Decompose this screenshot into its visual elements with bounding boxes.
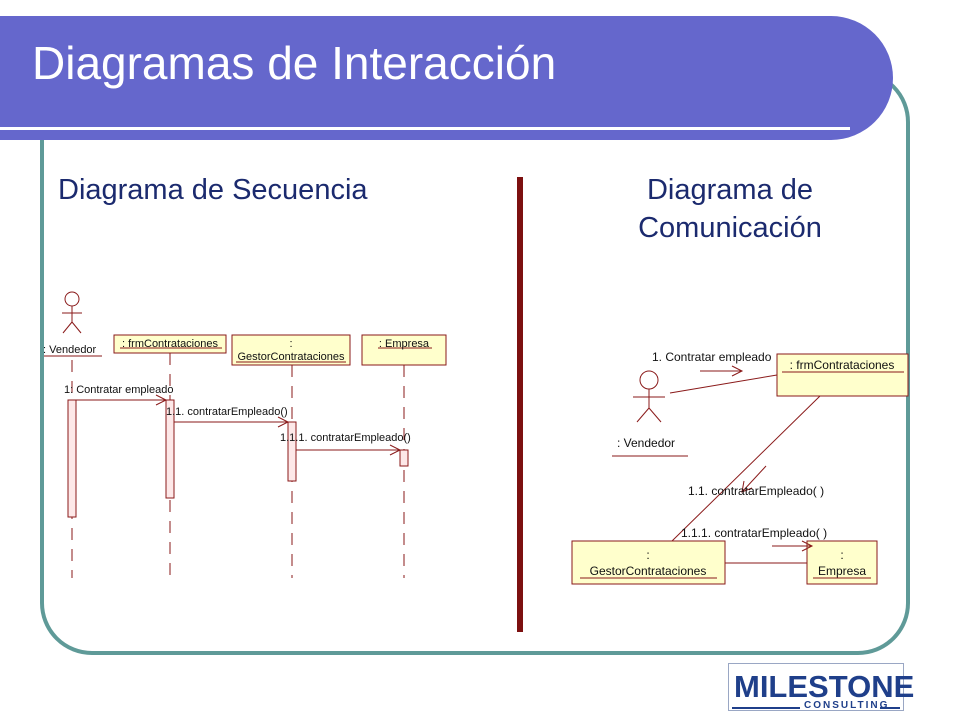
seq-message-1-1-1-arrow	[296, 444, 402, 456]
com-message-1-label: 1. Contratar empleado	[652, 350, 772, 364]
seq-empresa-box	[361, 334, 447, 366]
com-link-actor-frm	[669, 374, 778, 394]
slide-title: Diagramas de Interacción	[32, 37, 557, 89]
logo-subtitle: CONSULTING	[804, 700, 890, 711]
seq-activation-empresa	[399, 449, 409, 467]
seq-activation-vendedor	[67, 399, 77, 518]
seq-message-1-1-label: 1.1. contratarEmpleado()	[166, 406, 288, 418]
com-message-1-arrow	[700, 365, 744, 377]
com-gestor-box	[571, 540, 726, 585]
seq-empresa-label: : Empresa	[379, 338, 430, 350]
column-divider	[517, 177, 523, 632]
sequence-diagram-labels: : Vendedor : frmContrataciones : GestorC…	[43, 338, 430, 444]
com-gestor-label-1: :	[646, 548, 649, 562]
seq-gestor-label-2: GestorContrataciones	[238, 351, 345, 363]
communication-diagram	[571, 353, 909, 585]
seq-frm-label: : frmContrataciones	[122, 338, 218, 350]
com-actor-label: : Vendedor	[617, 436, 675, 450]
title-underline	[0, 127, 850, 130]
com-empresa-box	[806, 540, 878, 585]
seq-activation-frm	[165, 399, 175, 499]
seq-message-1-1-1-label: 1.1.1. contratarEmpleado()	[280, 432, 411, 444]
com-link-frm-gestor	[671, 395, 821, 542]
communication-heading-line2: Comunicación	[638, 212, 822, 244]
com-message-1-1-1-label: 1.1.1. contratarEmpleado( )	[681, 526, 827, 540]
com-message-1-1-arrow	[741, 465, 767, 493]
logo-rule-right	[880, 707, 900, 709]
logo-name: MILESTONE	[734, 669, 915, 704]
seq-activation-gestor	[287, 421, 297, 482]
sequence-actor-icon	[62, 291, 82, 334]
com-frm-label: : frmContrataciones	[790, 358, 895, 372]
seq-gestor-label-1: :	[289, 338, 292, 350]
seq-message-1-arrow	[76, 394, 168, 406]
sequence-diagram	[44, 291, 447, 578]
com-empresa-label-1: :	[840, 548, 843, 562]
logo-border	[728, 663, 904, 711]
milestone-logo: MILESTONE CONSULTING	[728, 663, 914, 713]
seq-message-1-label: 1: Contratar empleado	[64, 384, 173, 396]
communication-actor-icon	[633, 370, 665, 423]
seq-message-1-1-arrow	[174, 416, 290, 428]
com-message-1-1-label: 1.1. contratarEmpleado( )	[688, 484, 824, 498]
com-gestor-label-2: GestorContrataciones	[590, 564, 707, 578]
communication-heading-line1: Diagrama de	[646, 174, 814, 206]
seq-gestor-box	[231, 334, 351, 366]
communication-diagram-labels: : Vendedor : frmContrataciones : GestorC…	[590, 350, 895, 578]
com-message-1-1-1-arrow	[772, 540, 814, 552]
sequence-heading: Diagrama de Secuencia	[58, 174, 368, 206]
com-empresa-label-2: Empresa	[818, 564, 866, 578]
communication-heading: Diagrama de Comunicación	[560, 171, 900, 247]
title-band	[0, 16, 893, 140]
seq-actor-label: : Vendedor	[43, 344, 97, 356]
logo-rule-left	[732, 707, 800, 709]
